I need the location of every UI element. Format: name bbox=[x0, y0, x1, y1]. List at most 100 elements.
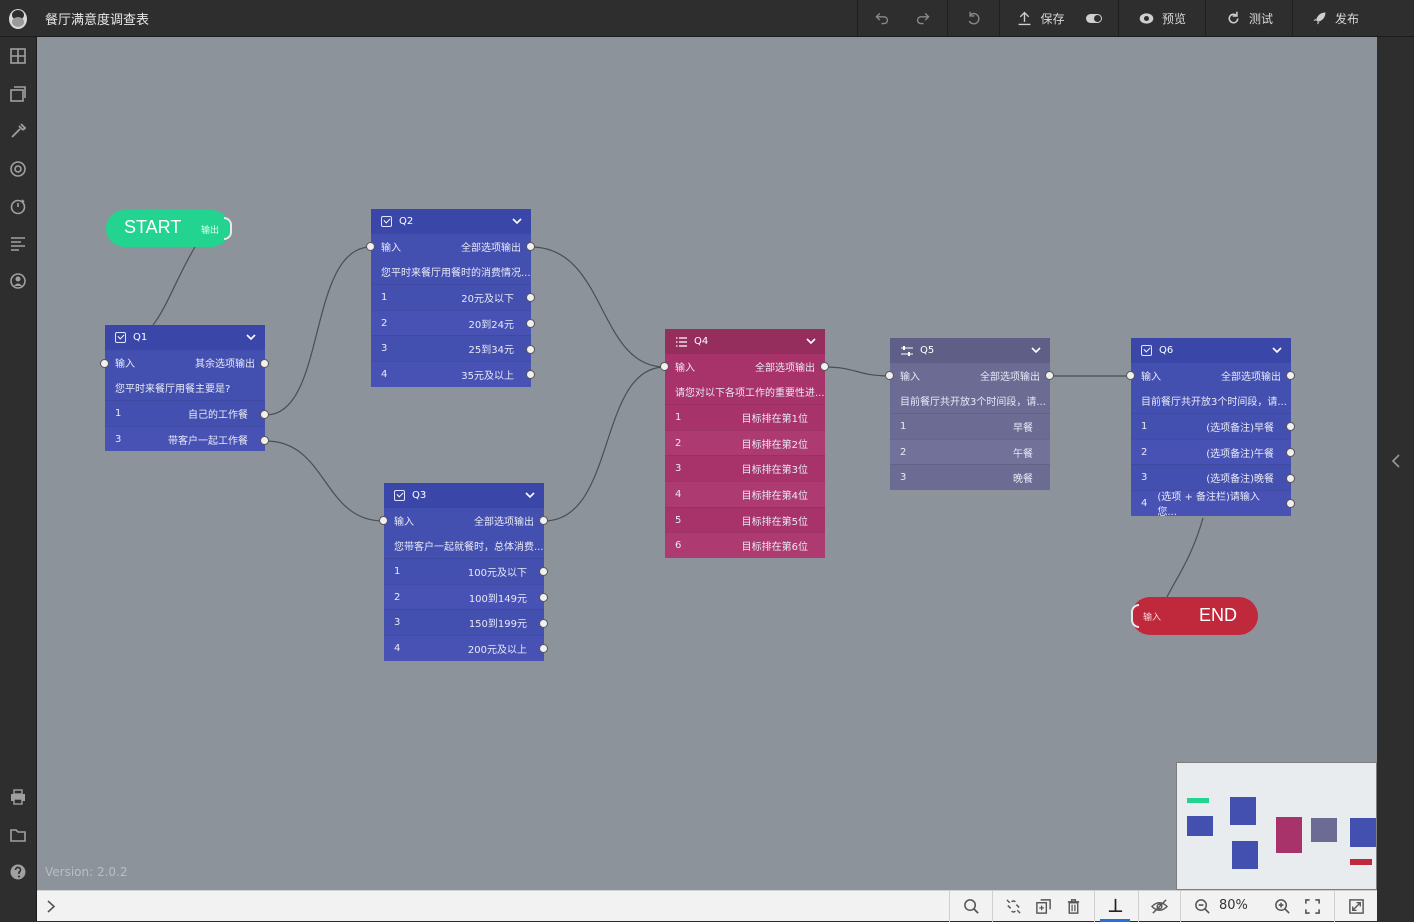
badge-icon[interactable] bbox=[9, 272, 27, 290]
unlink-button[interactable] bbox=[998, 891, 1028, 922]
gallery-icon[interactable] bbox=[9, 85, 27, 103]
fit-screen-button[interactable] bbox=[1297, 891, 1327, 922]
q1-output-port[interactable] bbox=[260, 359, 269, 368]
save-button[interactable]: 保存 bbox=[999, 0, 1118, 37]
preview-label: 预览 bbox=[1161, 12, 1186, 26]
node-header[interactable]: Q5 bbox=[890, 338, 1050, 363]
node-header[interactable]: Q3 bbox=[384, 483, 544, 508]
chevron-down-icon[interactable] bbox=[1030, 344, 1042, 356]
at-sign-icon[interactable] bbox=[9, 160, 27, 178]
q3-input-port[interactable] bbox=[379, 516, 388, 525]
question-text: 您带客户一起就餐时，总体消费... bbox=[394, 542, 544, 553]
q1-input-port[interactable] bbox=[100, 359, 109, 368]
q6-option-port[interactable] bbox=[1286, 499, 1295, 508]
q6-option-port[interactable] bbox=[1286, 448, 1295, 457]
publish-button[interactable]: 发布 bbox=[1292, 0, 1377, 37]
help-icon[interactable] bbox=[9, 863, 27, 881]
end-node[interactable]: 输入 END bbox=[1131, 597, 1258, 635]
q4-output-port[interactable] bbox=[820, 362, 829, 371]
chevron-right-icon[interactable] bbox=[46, 900, 56, 913]
q1-option-port[interactable] bbox=[260, 410, 269, 419]
input-label: 输入 bbox=[394, 517, 414, 528]
question-node-q6[interactable]: Q6 输入全部选项输出 目前餐厅共开放3个时间段，请... 1(选项备注)早餐 … bbox=[1131, 338, 1291, 518]
eyedropper-icon[interactable] bbox=[9, 122, 27, 140]
chevron-down-icon[interactable] bbox=[524, 489, 536, 501]
q2-output-port[interactable] bbox=[526, 242, 535, 251]
end-input-port[interactable] bbox=[1131, 604, 1139, 628]
q3-option-port[interactable] bbox=[539, 593, 548, 602]
zoom-out-button[interactable] bbox=[1187, 891, 1217, 922]
chevron-down-icon[interactable] bbox=[805, 335, 817, 347]
toggle-visibility-button[interactable] bbox=[1144, 891, 1174, 922]
chevron-down-icon[interactable] bbox=[511, 215, 523, 227]
expand-button[interactable] bbox=[1341, 891, 1371, 922]
document-title[interactable]: 餐厅满意度调查表 bbox=[45, 13, 150, 28]
dashboard-icon[interactable] bbox=[9, 47, 27, 65]
q3-option-port[interactable] bbox=[539, 644, 548, 653]
q2-option-port[interactable] bbox=[526, 370, 535, 379]
q6-option-port[interactable] bbox=[1286, 422, 1295, 431]
delete-button[interactable] bbox=[1058, 891, 1088, 922]
q5-output-port[interactable] bbox=[1045, 371, 1054, 380]
q3-option-port[interactable] bbox=[539, 567, 548, 576]
q4-input-port[interactable] bbox=[660, 362, 669, 371]
minimap-node bbox=[1187, 816, 1213, 836]
chevron-down-icon[interactable] bbox=[1271, 344, 1283, 356]
text-lines-icon[interactable] bbox=[9, 234, 27, 252]
node-header[interactable]: Q6 bbox=[1131, 338, 1291, 363]
search-button[interactable] bbox=[956, 891, 986, 922]
output-label: 全部选项输出 bbox=[755, 363, 815, 374]
reset-button[interactable] bbox=[947, 0, 999, 37]
q2-input-port[interactable] bbox=[366, 242, 375, 251]
q5-input-port[interactable] bbox=[885, 371, 894, 380]
undo-icon[interactable] bbox=[873, 10, 890, 27]
rocket-icon bbox=[1313, 12, 1326, 25]
undo-redo-group bbox=[857, 0, 947, 37]
node-header[interactable]: Q4 bbox=[665, 329, 825, 354]
autosave-toggle[interactable] bbox=[1085, 14, 1102, 23]
node-header[interactable]: Q2 bbox=[371, 209, 531, 234]
chevron-down-icon[interactable] bbox=[245, 331, 257, 343]
q3-option-port[interactable] bbox=[539, 619, 548, 628]
q2-option-port[interactable] bbox=[526, 293, 535, 302]
right-sidebar bbox=[1377, 37, 1414, 921]
align-button[interactable] bbox=[1100, 891, 1130, 922]
q6-input-port[interactable] bbox=[1126, 371, 1135, 380]
zoom-in-button[interactable] bbox=[1267, 891, 1297, 922]
q6-option-port[interactable] bbox=[1286, 474, 1295, 483]
minimap[interactable] bbox=[1176, 762, 1377, 890]
test-button[interactable]: 测试 bbox=[1205, 0, 1292, 37]
wire-q6-end bbox=[1166, 517, 1204, 598]
input-label: 输入 bbox=[900, 372, 920, 383]
q1-option-port[interactable] bbox=[260, 436, 269, 445]
printer-icon[interactable] bbox=[9, 788, 27, 806]
chevron-left-icon[interactable] bbox=[1391, 454, 1401, 468]
q6-output-port[interactable] bbox=[1286, 371, 1295, 380]
preview-button[interactable]: 预览 bbox=[1118, 0, 1205, 37]
save-label: 保存 bbox=[1040, 12, 1065, 26]
duplicate-button[interactable] bbox=[1028, 891, 1058, 922]
q2-option-port[interactable] bbox=[526, 345, 535, 354]
question-text: 目前餐厅共开放3个时间段，请... bbox=[1141, 397, 1287, 408]
folder-icon[interactable] bbox=[9, 826, 27, 844]
start-node[interactable]: START 输出 bbox=[106, 210, 232, 247]
q3-output-port[interactable] bbox=[539, 516, 548, 525]
q2-option-port[interactable] bbox=[526, 319, 535, 328]
timer-icon[interactable] bbox=[9, 197, 27, 215]
bottom-toolbar: 80% bbox=[37, 890, 1377, 922]
node-header[interactable]: Q1 bbox=[105, 325, 265, 350]
redo-icon[interactable] bbox=[915, 10, 932, 27]
app-logo-icon[interactable] bbox=[7, 6, 29, 30]
